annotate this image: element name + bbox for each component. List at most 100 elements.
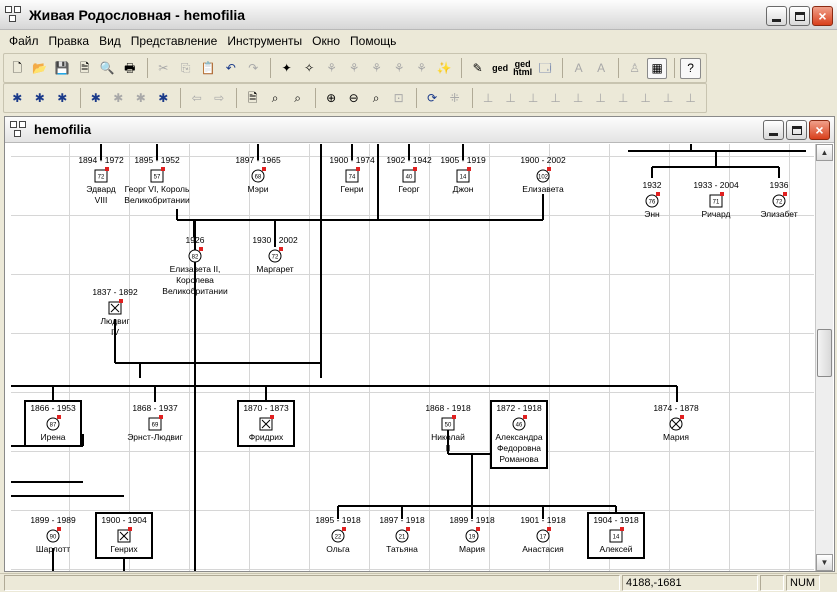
binoculars-button[interactable]: ⌕: [265, 88, 286, 109]
layout-6-button[interactable]: ⊥: [590, 88, 611, 109]
grid-button[interactable]: ▦: [646, 57, 668, 79]
new-person-button[interactable]: ✦: [276, 58, 297, 79]
menu-tools[interactable]: Инструменты: [227, 34, 303, 48]
person-tool-5-button[interactable]: ✱: [108, 88, 129, 109]
print-button[interactable]: 🖶: [120, 58, 141, 79]
print-preview-button[interactable]: 🔍: [97, 58, 118, 79]
menu-window[interactable]: Окно: [312, 34, 341, 48]
minimize-button[interactable]: [766, 6, 787, 26]
save-button[interactable]: 💾: [52, 58, 73, 79]
menu-presentation[interactable]: Представление: [130, 34, 218, 48]
copy-button[interactable]: ⎘: [175, 58, 196, 79]
tree-tool-3-button[interactable]: ⚘: [366, 58, 387, 79]
zoom-fit-button[interactable]: ⊡: [388, 88, 409, 109]
menu-file[interactable]: Файл: [9, 34, 39, 48]
find-replace-button[interactable]: ⌕: [287, 88, 308, 109]
tree-tool-2-button[interactable]: ⚘: [344, 58, 365, 79]
scroll-down-button[interactable]: ▼: [816, 554, 833, 571]
layout-5-button[interactable]: ⊥: [568, 88, 589, 109]
tree-tool-4-button[interactable]: ⚘: [389, 58, 410, 79]
layout-1-button[interactable]: ⊥: [478, 88, 499, 109]
tree-tool-5-button[interactable]: ⚘: [411, 58, 432, 79]
document-button[interactable]: 🗎: [75, 58, 96, 79]
person-tool-1-button[interactable]: ✱: [7, 88, 28, 109]
undo-button[interactable]: ↶: [220, 58, 241, 79]
help-button[interactable]: ?: [680, 57, 701, 79]
tree-tool-1-button[interactable]: ⚘: [321, 58, 342, 79]
menu-edit[interactable]: Правка: [48, 34, 90, 48]
font-larger-button[interactable]: A: [568, 58, 589, 79]
new-person-alt-button[interactable]: ✧: [299, 58, 320, 79]
person-tool-7-button[interactable]: ✱: [153, 88, 174, 109]
zoom-in-button[interactable]: ⊕: [321, 88, 342, 109]
layout-9-button[interactable]: ⊥: [658, 88, 679, 109]
open-folder-button[interactable]: 📂: [30, 58, 51, 79]
close-button[interactable]: ×: [812, 6, 833, 26]
page-button[interactable]: 🗎: [242, 88, 263, 109]
redo-button[interactable]: ↷: [243, 58, 264, 79]
doc-minimize-button[interactable]: [763, 120, 784, 140]
menu-help[interactable]: Помощь: [350, 34, 397, 48]
back-arrow-button[interactable]: ⇦: [186, 88, 207, 109]
layout-4-button[interactable]: ⊥: [545, 88, 566, 109]
layout-3-button[interactable]: ⊥: [523, 88, 544, 109]
paste-button[interactable]: 📋: [198, 58, 219, 79]
edit-button[interactable]: ✎: [467, 58, 488, 79]
person-tool-3-button[interactable]: ✱: [52, 88, 73, 109]
ged-html-button[interactable]: ged html: [512, 58, 533, 79]
cut-button[interactable]: ✂: [153, 58, 174, 79]
maximize-button[interactable]: [789, 6, 810, 26]
layout-2-button[interactable]: ⊥: [500, 88, 521, 109]
menu-view[interactable]: Вид: [99, 34, 121, 48]
stamp-button[interactable]: ♙: [624, 58, 645, 79]
layout-8-button[interactable]: ⊥: [635, 88, 656, 109]
zoom-button[interactable]: ⌕: [366, 88, 387, 109]
scroll-thumb[interactable]: [817, 329, 832, 377]
new-file-button[interactable]: 🗋: [7, 58, 28, 79]
person-tool-2-button[interactable]: ✱: [30, 88, 51, 109]
doc-close-button[interactable]: ×: [809, 120, 830, 140]
person-tool-4-button[interactable]: ✱: [85, 88, 106, 109]
magic-wand-button[interactable]: ✨: [434, 58, 455, 79]
layout-7-button[interactable]: ⊥: [613, 88, 634, 109]
layout-tool-button[interactable]: ⁜: [444, 88, 465, 109]
font-smaller-button[interactable]: A: [591, 58, 612, 79]
web-export-button[interactable]: 🗔: [535, 58, 556, 79]
ged-export-button[interactable]: ged: [490, 58, 511, 79]
doc-maximize-button[interactable]: [786, 120, 807, 140]
vertical-scrollbar[interactable]: ▲ ▼: [815, 144, 833, 571]
refresh-button[interactable]: ⟳: [422, 88, 443, 109]
forward-arrow-button[interactable]: ⇨: [209, 88, 230, 109]
layout-10-button[interactable]: ⊥: [680, 88, 701, 109]
zoom-out-button[interactable]: ⊖: [343, 88, 364, 109]
person-tool-6-button[interactable]: ✱: [130, 88, 151, 109]
scroll-up-button[interactable]: ▲: [816, 144, 833, 161]
